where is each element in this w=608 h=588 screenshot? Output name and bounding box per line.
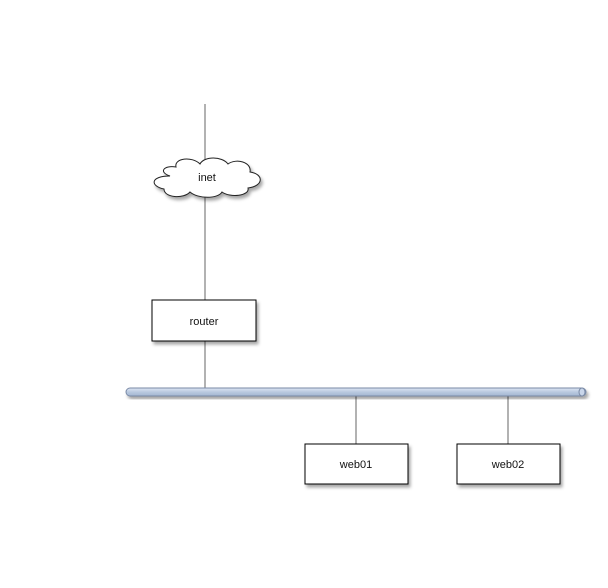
network-bus[interactable] [125, 387, 587, 397]
inet-node[interactable]: inet [153, 157, 261, 198]
web01-node[interactable]: web01 [304, 443, 409, 485]
web01-box [304, 443, 409, 485]
web02-box [456, 443, 561, 485]
router-box [151, 299, 257, 342]
cloud-icon [153, 157, 261, 198]
web02-node[interactable]: web02 [456, 443, 561, 485]
inet-label: inet [198, 172, 216, 184]
web01-label: web01 [339, 459, 372, 471]
router-label: router [190, 316, 219, 328]
web02-label: web02 [491, 459, 524, 471]
router-node[interactable]: router [151, 299, 257, 342]
